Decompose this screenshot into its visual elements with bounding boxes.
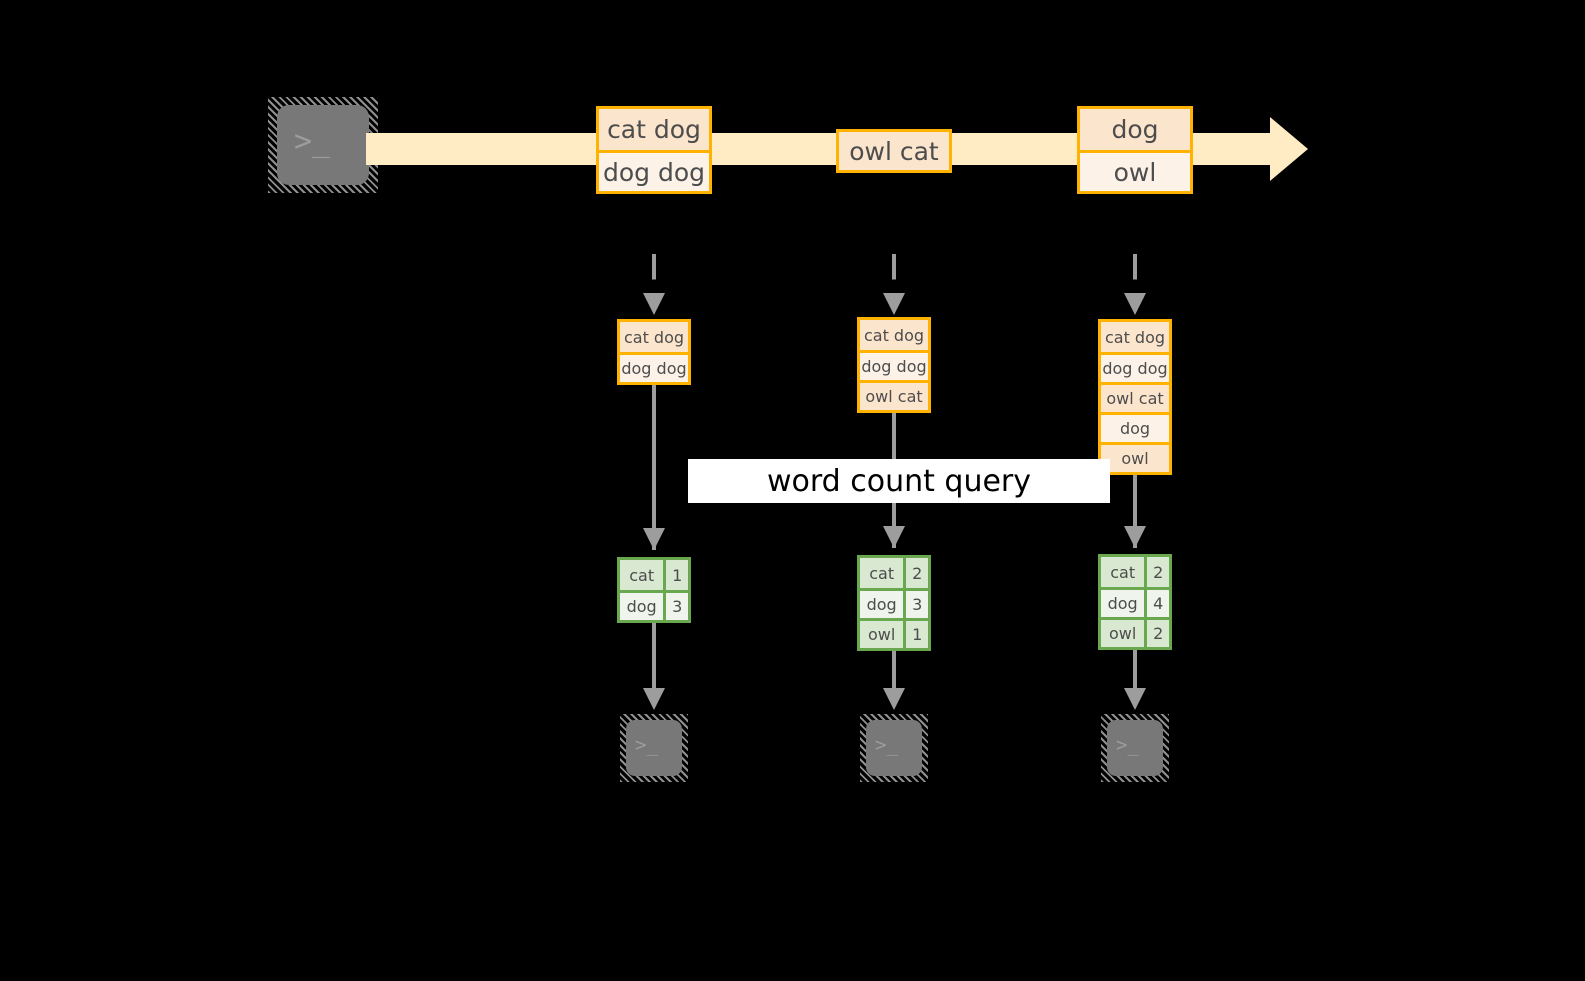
table-row: dog 3 (620, 590, 688, 620)
stream-arrowhead-icon (1270, 117, 1308, 181)
result-to-sink-connector (892, 651, 896, 691)
table-row: cat 1 (620, 560, 688, 590)
result-count: 2 (903, 558, 928, 588)
table-row: dog 4 (1101, 587, 1169, 617)
terminal-prompt-label: >_ (875, 734, 898, 756)
table-row: dog 3 (860, 588, 928, 618)
result-word: dog (1101, 590, 1145, 617)
terminal-screen (277, 105, 369, 185)
query-connector (652, 385, 656, 550)
snapshot-input-box: cat dog dog dog (617, 319, 691, 385)
result-count: 3 (903, 591, 928, 618)
table-row: cat 2 (860, 558, 928, 588)
result-word: cat (860, 558, 904, 588)
record-line: owl (1080, 150, 1190, 191)
result-count: 1 (903, 621, 928, 648)
sink-terminal-icon: >_ (620, 714, 688, 782)
result-table: cat 1 dog 3 (617, 557, 691, 623)
result-count: 2 (1144, 620, 1169, 647)
result-to-sink-arrowhead-icon (643, 688, 665, 710)
terminal-screen (866, 720, 922, 776)
result-count: 3 (663, 593, 688, 620)
stream-to-snapshot-arrowhead-icon (883, 293, 905, 315)
stream-to-snapshot-arrowhead-icon (643, 293, 665, 315)
table-row: cat 2 (1101, 557, 1169, 587)
query-connector-arrowhead-icon (643, 528, 665, 550)
result-to-sink-arrowhead-icon (1124, 688, 1146, 710)
source-terminal-icon: >_ (268, 97, 378, 193)
sink-terminal-icon: >_ (1101, 714, 1169, 782)
result-word: cat (1101, 557, 1145, 587)
snapshot-input-box: cat dog dog dog owl cat (857, 317, 931, 413)
result-to-sink-connector (1133, 650, 1137, 691)
sink-terminal-icon: >_ (860, 714, 928, 782)
snapshot-input-line: dog dog (620, 352, 688, 382)
result-count: 2 (1144, 557, 1169, 587)
stream-to-snapshot-connector (1133, 254, 1137, 298)
terminal-prompt-label: >_ (1116, 734, 1139, 756)
table-row: owl 1 (860, 618, 928, 648)
result-count: 4 (1144, 590, 1169, 617)
record-line: owl cat (839, 132, 949, 170)
record-line: cat dog (599, 109, 709, 150)
query-connector (1133, 475, 1137, 548)
query-connector-arrowhead-icon (1124, 526, 1146, 548)
terminal-screen (626, 720, 682, 776)
snapshot-input-line: cat dog (620, 322, 688, 352)
result-word: owl (860, 621, 904, 648)
terminal-screen (1107, 720, 1163, 776)
terminal-prompt-label: >_ (294, 124, 331, 159)
stream-record: owl cat (836, 129, 952, 173)
record-line: dog dog (599, 150, 709, 191)
stream-record: dog owl (1077, 106, 1193, 194)
snapshot-input-line: dog dog (860, 350, 928, 380)
result-table: cat 2 dog 3 owl 1 (857, 555, 931, 651)
snapshot-input-line: owl cat (860, 380, 928, 410)
snapshot-input-line: cat dog (860, 320, 928, 350)
record-line: dog (1080, 109, 1190, 150)
result-count: 1 (663, 560, 688, 590)
stream-to-snapshot-connector (892, 254, 896, 298)
result-word: dog (860, 591, 904, 618)
result-word: cat (620, 560, 664, 590)
snapshot-input-line: cat dog (1101, 322, 1169, 352)
result-word: dog (620, 593, 664, 620)
table-row: owl 2 (1101, 617, 1169, 647)
result-table: cat 2 dog 4 owl 2 (1098, 554, 1172, 650)
query-connector-arrowhead-icon (883, 526, 905, 548)
stream-record: cat dog dog dog (596, 106, 712, 194)
snapshot-input-line: dog dog (1101, 352, 1169, 382)
stream-to-snapshot-arrowhead-icon (1124, 293, 1146, 315)
stream-to-snapshot-connector (652, 254, 656, 298)
result-word: owl (1101, 620, 1145, 647)
snapshot-input-line: owl (1101, 442, 1169, 472)
snapshot-input-line: dog (1101, 412, 1169, 442)
result-to-sink-arrowhead-icon (883, 688, 905, 710)
query-label: word count query (688, 459, 1110, 503)
result-to-sink-connector (652, 623, 656, 691)
snapshot-input-line: owl cat (1101, 382, 1169, 412)
terminal-prompt-label: >_ (635, 734, 658, 756)
snapshot-input-box: cat dog dog dog owl cat dog owl (1098, 319, 1172, 475)
